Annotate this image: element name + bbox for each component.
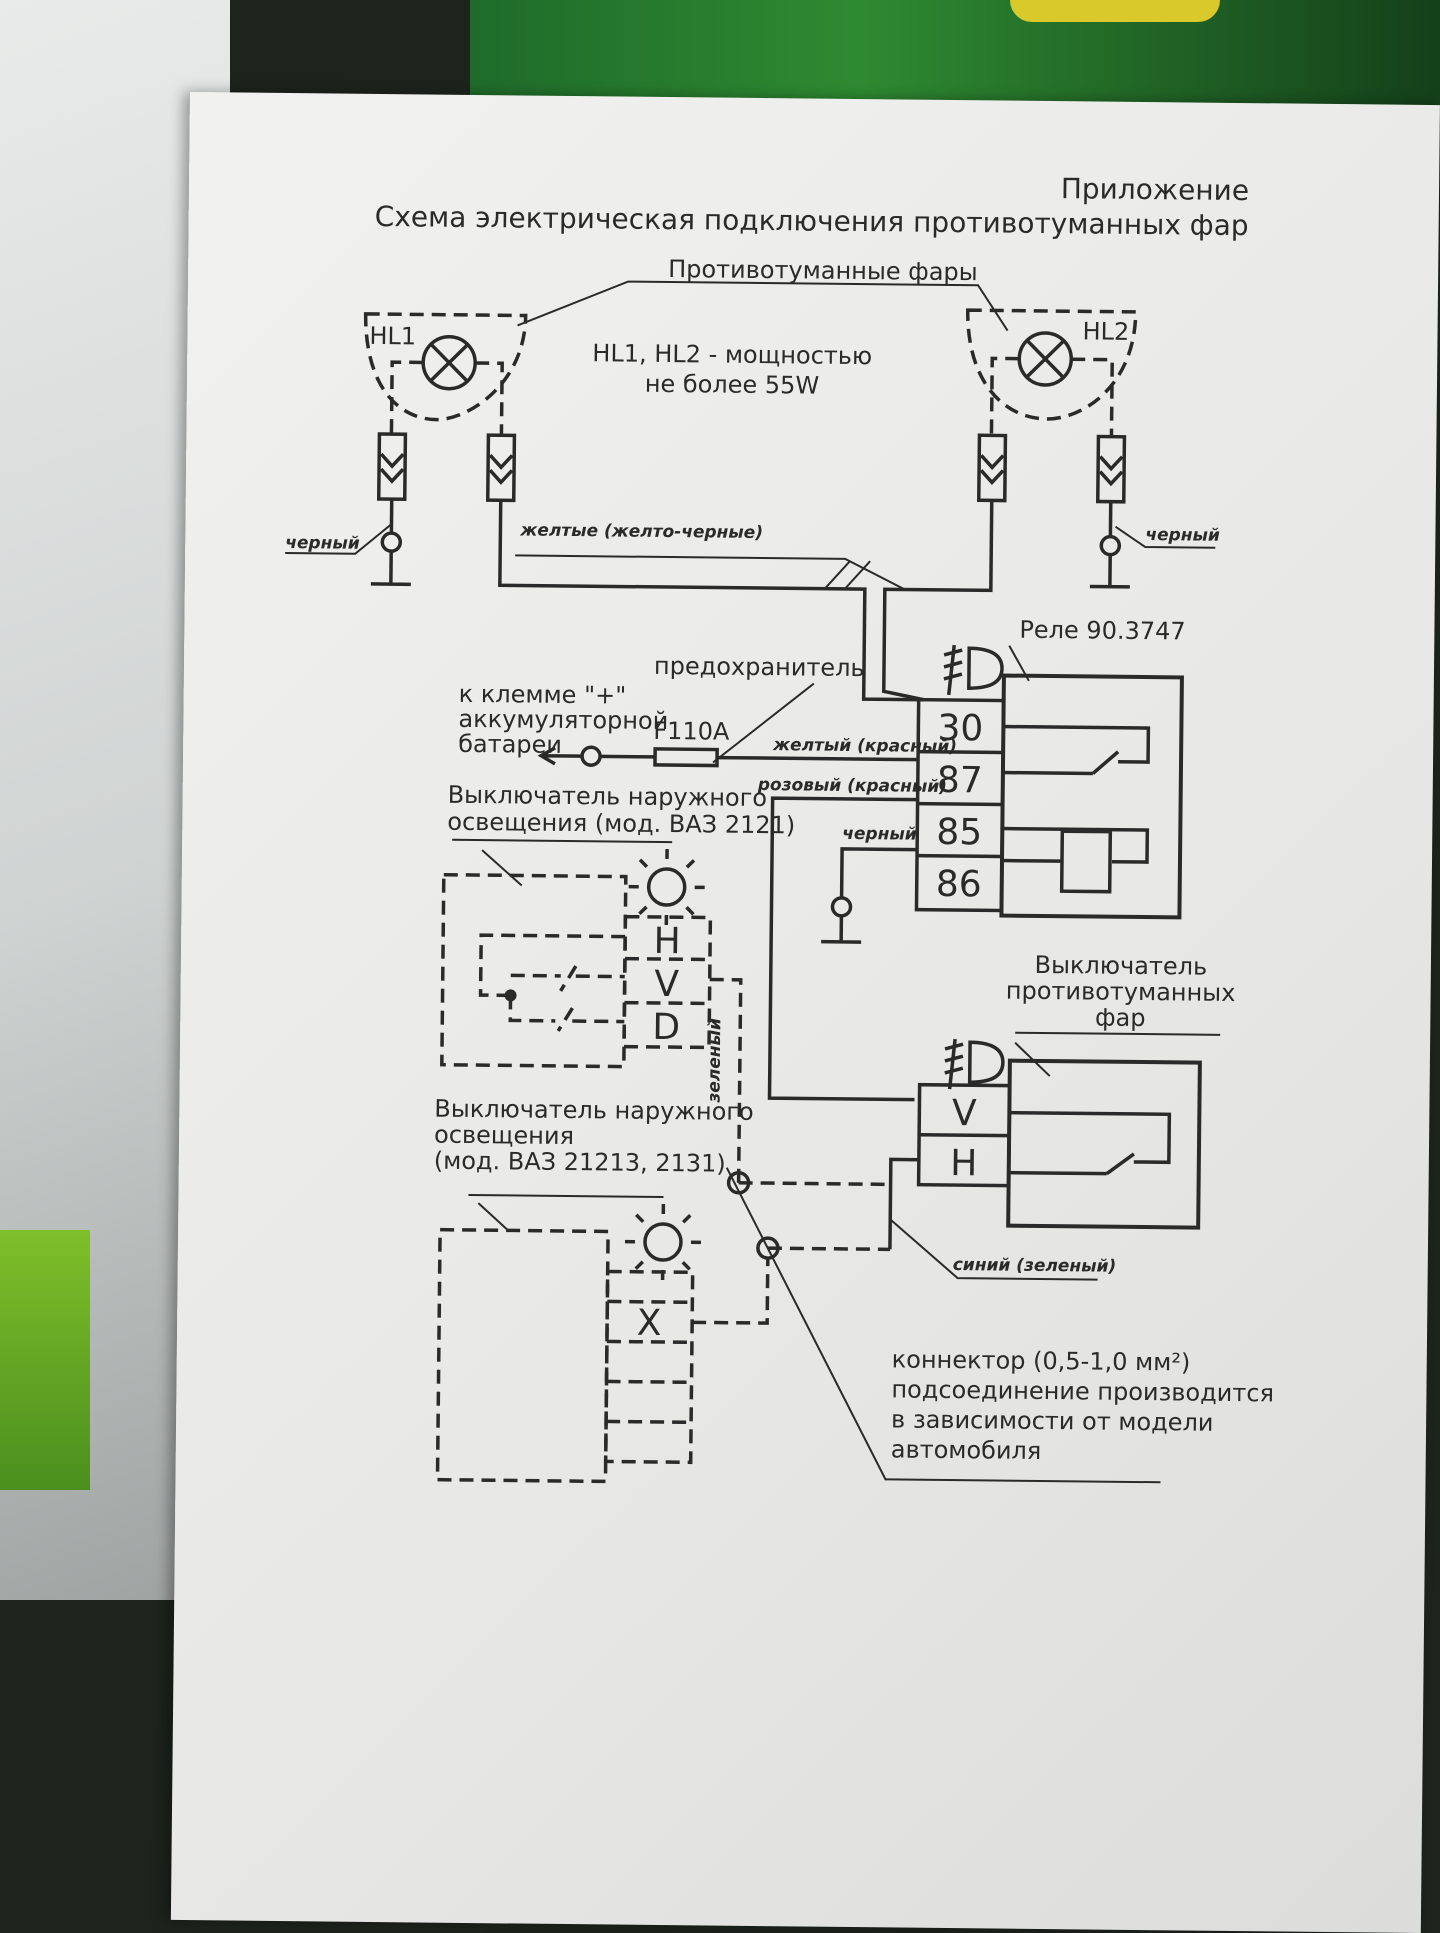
- fuse-name: F110A: [653, 717, 730, 746]
- wire-label-yellow-lamps: желтые (желто-черные): [519, 520, 763, 543]
- connector-note-4: автомобиля: [891, 1435, 1042, 1465]
- switch-21213-label-2: освещения: [434, 1121, 574, 1150]
- relay-coil-wiring: [1002, 829, 1147, 863]
- fog-switch-label-2: противотуманных: [1006, 977, 1236, 1007]
- fuse-label: предохранитель: [654, 652, 865, 682]
- plug-hl1-feed: [488, 435, 515, 500]
- switch-21213-pin-block: [606, 1271, 693, 1462]
- hl2-label: HL2: [1082, 317, 1129, 345]
- fog-light-icon-relay: [944, 645, 1003, 696]
- ground-terminal-left: [382, 533, 400, 551]
- switch-21213-pin-x: X: [637, 1303, 662, 1344]
- wire-x-to-connector: [692, 1257, 768, 1323]
- wiring-diagram: Приложение Схема электрическая подключен…: [171, 92, 1420, 1905]
- fog-switch-label-3: фар: [1095, 1004, 1146, 1033]
- switch-2121-leader: [452, 840, 672, 887]
- switch-2121-pin-v: V: [654, 964, 679, 1005]
- fog-light-icon-switch: [945, 1039, 1004, 1090]
- wire-label-yellow-red: желтый (красный): [772, 735, 957, 757]
- background-yellow: [1010, 0, 1220, 22]
- power-note-2: не более 55W: [645, 370, 820, 400]
- relay-label: Реле 90.3747: [1019, 616, 1186, 646]
- lamps-leader-line: [518, 280, 1008, 330]
- wire-yellow-red: [718, 758, 918, 760]
- fog-switch-body: [1008, 1061, 1200, 1228]
- hl1-label: HL1: [369, 322, 416, 350]
- paper-sheet: Приложение Схема электрическая подключен…: [171, 92, 1440, 1933]
- lamp-hl1: HL1: [364, 314, 525, 436]
- switch-2121-pin-d: D: [652, 1007, 680, 1048]
- wire-fuse-battery: [600, 756, 655, 757]
- battery-terminal: [582, 747, 600, 765]
- power-note-1: HL1, HL2 - мощностью: [592, 339, 872, 370]
- ground-symbol-right: [1090, 554, 1130, 586]
- fog-switch-pin-h: H: [950, 1143, 978, 1184]
- plug-hl2-feed: [979, 435, 1006, 500]
- relay-contact: [1003, 727, 1148, 775]
- switch-21213-label-3: (мод. ВАЗ 21213, 2131): [434, 1147, 726, 1178]
- wire-yellow-lamps-right: [884, 499, 992, 700]
- ground-symbol-left: [371, 551, 411, 584]
- relay-coil: [1062, 831, 1111, 891]
- switch-2121-pin-h: H: [653, 921, 681, 962]
- wire-label-blue-green: синий (зеленый): [953, 1255, 1117, 1277]
- headlight-switch-icon-2121: [628, 849, 705, 926]
- fog-switch-pin-v: V: [952, 1093, 977, 1134]
- connector-note-2: подсоединение производится: [891, 1375, 1274, 1407]
- headlight-switch-icon-21213: [625, 1204, 702, 1281]
- wire-label-black-right: черный: [1145, 525, 1220, 546]
- switch-2121-internal: [480, 935, 625, 1032]
- wire-label-black-86: черный: [842, 824, 917, 845]
- ground-terminal-86: [832, 898, 850, 916]
- switch-2121-label-2: освещения (мод. ВАЗ 2121): [447, 808, 795, 840]
- page-title: Схема электрическая подключения противот…: [375, 200, 1249, 242]
- fuse-f110a: [655, 749, 717, 766]
- fog-switch-contact: [1009, 1113, 1170, 1175]
- background-lime: [0, 1230, 90, 1490]
- lamp-hl2: HL2: [966, 310, 1135, 437]
- appendix-label: Приложение: [1061, 172, 1250, 207]
- switch-21213-leader: [468, 1195, 663, 1232]
- relay-pin-85: 85: [936, 812, 982, 853]
- switch-2121-node: [504, 989, 516, 1001]
- fog-switch-leader: [1015, 1033, 1220, 1078]
- wire-label-black-left: черный: [285, 533, 360, 554]
- plug-hl2-ground: [1098, 437, 1125, 502]
- wire-label-pink-red: розовый (красный): [757, 775, 947, 797]
- ground-terminal-right: [1101, 537, 1119, 555]
- wire-fog-switch-h: [890, 1159, 919, 1249]
- ground-symbol-86: [821, 916, 861, 942]
- switch-2121-body: [442, 875, 626, 1067]
- relay-pin-86: 86: [936, 864, 982, 905]
- wire-black-86: [842, 849, 918, 900]
- wire-label-green: зеленый: [704, 1018, 725, 1104]
- switch-21213-body: [437, 1230, 608, 1482]
- plug-hl1-ground: [379, 434, 406, 499]
- connector-note-3: в зависимости от модели: [891, 1405, 1214, 1436]
- harness-ticks: [825, 561, 870, 589]
- relay-body: [1001, 676, 1182, 918]
- connector-note-1: коннектор (0,5-1,0 мм²): [892, 1345, 1191, 1376]
